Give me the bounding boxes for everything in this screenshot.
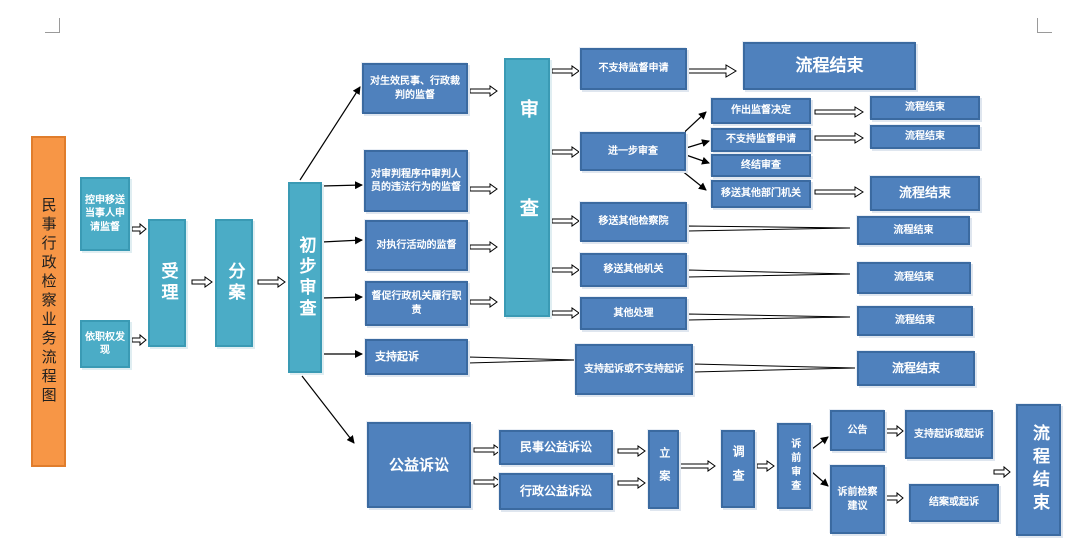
support-suit-box: 支持起诉	[365, 339, 468, 375]
investigate-box: 调查	[721, 430, 755, 508]
process-end-4: 流程结束	[870, 176, 980, 211]
further-terminate: 终结审查	[711, 154, 811, 177]
supervision-trial-personnel: 对审判程序中审判人员的违法行为的监督	[364, 150, 468, 212]
pre-suit-advice-box: 诉前检察建议	[830, 465, 885, 534]
outcome-further-review: 进一步审查	[580, 132, 686, 171]
outcome-transfer-procuratorate: 移送其他检察院	[580, 202, 687, 242]
process-end-7: 流程结束	[857, 306, 973, 336]
preliminary-review-box: 初步审查	[288, 182, 322, 373]
outcome-other: 其他处理	[580, 297, 687, 330]
file-case-box: 立案	[648, 430, 679, 509]
supervision-execution: 对执行活动的监督	[365, 220, 468, 271]
corner-mark-top-left	[45, 18, 60, 33]
admin-public-interest: 行政公益诉讼	[499, 473, 613, 510]
source-party-application: 控申移送当事人申请监督	[80, 177, 130, 251]
public-interest-box: 公益诉讼	[367, 422, 471, 508]
distribute-box: 分案	[215, 219, 253, 347]
source-ex-officio: 依职权发现	[80, 320, 130, 368]
civil-public-interest: 民事公益诉讼	[499, 430, 613, 465]
process-end-2: 流程结束	[870, 96, 980, 120]
pre-suit-review-box: 诉前审查	[777, 423, 811, 509]
supervision-admin-urging: 督促行政机关履行职责	[365, 281, 468, 326]
outcome-transfer-agency: 移送其他机关	[580, 253, 687, 287]
supervision-effective-judgments: 对生效民事、行政裁判的监督	[362, 63, 468, 114]
process-end-3: 流程结束	[870, 125, 980, 149]
further-decision: 作出监督决定	[711, 98, 811, 124]
process-end-final: 流程结束	[1016, 404, 1061, 536]
process-end-6: 流程结束	[857, 262, 971, 294]
further-transfer-dept: 移送其他部门机关	[711, 180, 811, 208]
process-end-1: 流程结束	[743, 42, 916, 90]
outcome-not-support: 不支持监督申请	[580, 48, 687, 90]
process-end-5: 流程结束	[857, 216, 970, 245]
accept-box: 受理	[148, 219, 186, 347]
announce-box: 公告	[830, 410, 885, 451]
further-not-support: 不支持监督申请	[711, 128, 811, 152]
support-or-sue-box: 支持起诉或起诉	[905, 410, 993, 459]
review-box: 审查	[504, 58, 550, 317]
title-box: 民事行政检察业务流程图	[31, 136, 66, 467]
process-end-8: 流程结束	[857, 351, 975, 386]
corner-mark-top-right	[1037, 18, 1052, 33]
support-decision-box: 支持起诉或不支持起诉	[575, 344, 693, 395]
close-or-sue-box: 结案或起诉	[909, 484, 999, 522]
